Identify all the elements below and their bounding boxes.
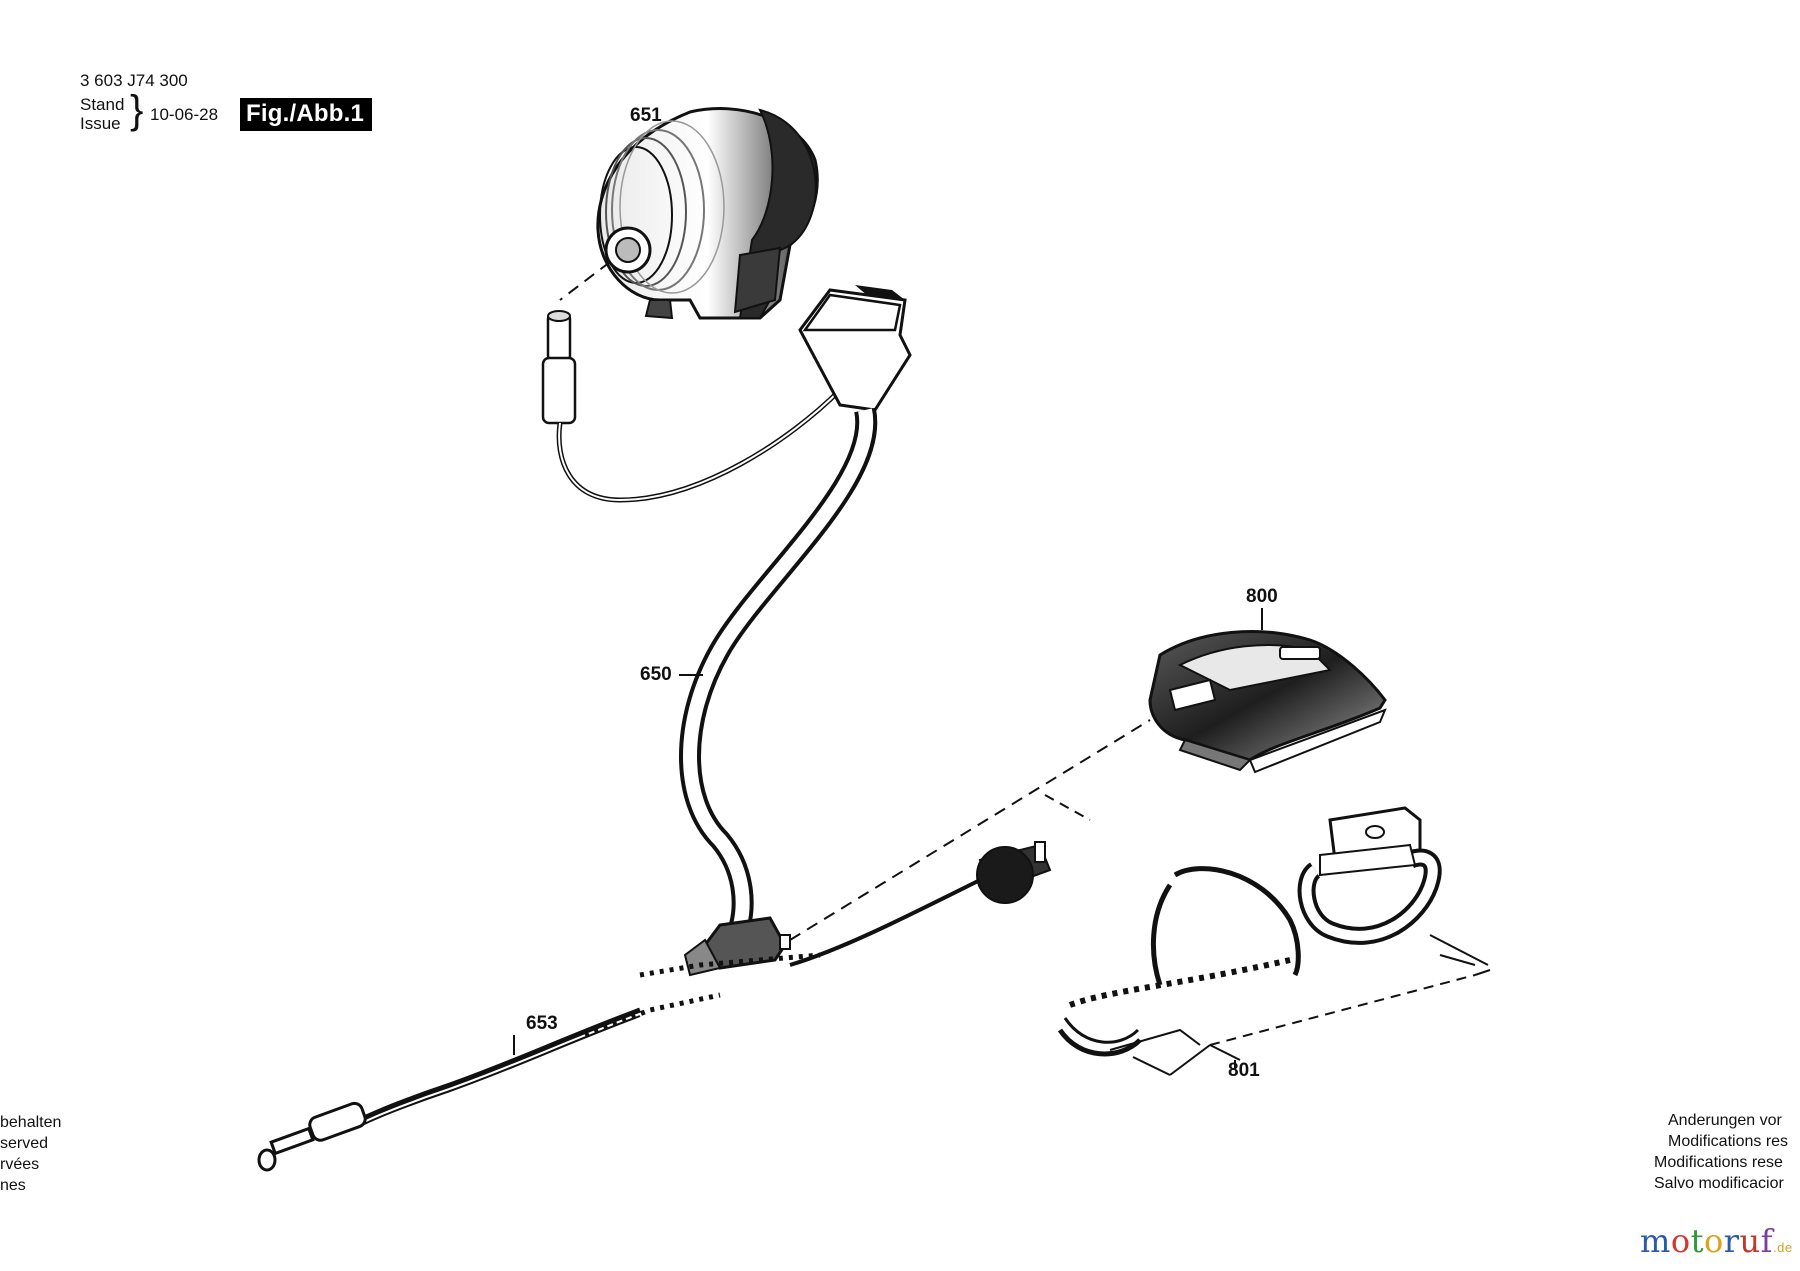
logo-letter: r [1723, 1222, 1740, 1260]
pin-plug [541, 310, 577, 425]
part-653-power-cable [257, 841, 1052, 1172]
break-mark-653 [639, 952, 821, 978]
legal-left-line-2: served [0, 1135, 49, 1152]
part-801-clamp [1057, 806, 1476, 1057]
dimension-801 [1132, 1056, 1171, 1076]
figure-label: Fig./Abb.1 [240, 98, 372, 131]
axis-line-651 [559, 261, 611, 301]
logo-letter: o [1670, 1222, 1691, 1260]
motoruf-logo[interactable]: motoruf.de [1640, 1222, 1793, 1260]
callout-800: 800 [1246, 586, 1278, 607]
part-800-housing [1148, 630, 1387, 774]
part-650-gooseneck [679, 285, 912, 977]
stand-label: Stand [80, 95, 125, 114]
legal-left-line-4: nes [0, 1177, 26, 1194]
legal-right-line-1: Anderungen vor [1668, 1112, 1782, 1129]
part-number: 3 603 J74 300 [80, 71, 188, 90]
callout-653: 653 [526, 1013, 558, 1034]
callout-801: 801 [1228, 1060, 1260, 1081]
legal-left-line-3: rvées [0, 1156, 40, 1173]
callout-651: 651 [630, 105, 662, 126]
issue-label: Issue [80, 114, 121, 133]
legal-left-line-1: behalten [0, 1114, 62, 1131]
logo-letter: u [1739, 1222, 1761, 1260]
callout-650: 650 [640, 664, 672, 685]
logo-letter: f [1760, 1222, 1773, 1260]
legal-right-line-3: Modifications rese [1654, 1154, 1783, 1171]
logo-letter: m [1640, 1222, 1671, 1260]
legal-right-line-2: Modifications res [1668, 1133, 1789, 1150]
brace-symbol: } [130, 88, 144, 132]
axis-line-800 [789, 719, 1151, 941]
logo-letter: o [1703, 1222, 1724, 1260]
part-651-lamp-head [596, 107, 819, 320]
issue-date: 10-06-28 [150, 105, 219, 124]
legal-right-line-4: Salvo modificacior [1654, 1175, 1784, 1192]
logo-tld: .de [1772, 1240, 1793, 1255]
logo-letter: t [1690, 1222, 1704, 1260]
